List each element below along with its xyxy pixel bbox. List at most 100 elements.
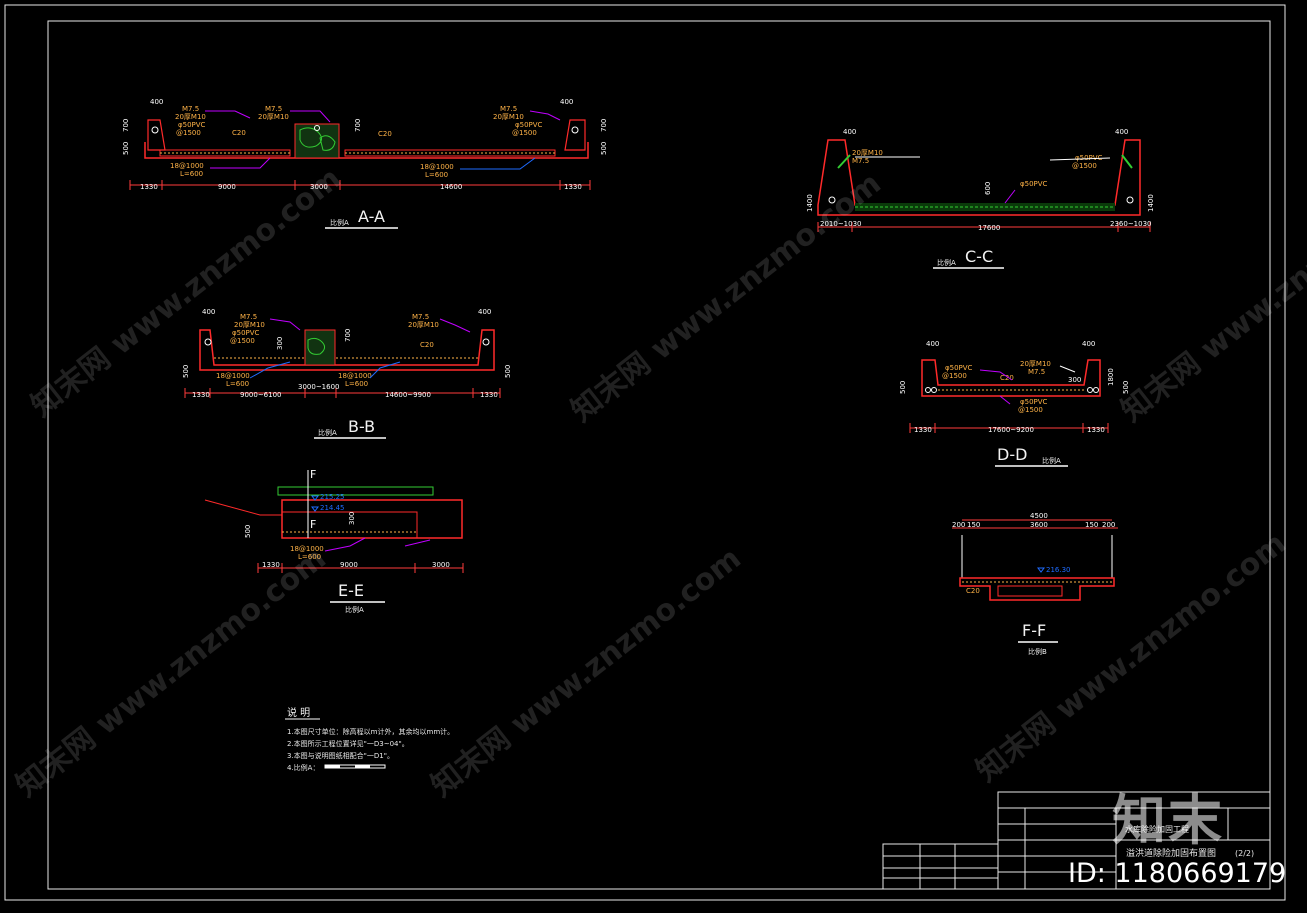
ee-dim-2: 3000 <box>432 561 450 569</box>
ee-rebar: 18@1000 <box>290 545 324 553</box>
cc-scale-label: 比例A <box>937 258 956 267</box>
dd-h1800: 1800 <box>1107 368 1115 386</box>
cc-dim-2: 2360~1030 <box>1110 220 1152 228</box>
section-cc-drawing: 2010~1030 17600 2360~1030 400 400 600 14… <box>806 128 1155 232</box>
ee-level-2: 214.45 <box>320 504 345 512</box>
cc-m10-left: 20厚M10 <box>852 149 883 157</box>
bb-dim-1: 9000~6100 <box>240 391 282 399</box>
bb-l600-left: L=600 <box>226 380 249 388</box>
aa-spacing-left: @1500 <box>176 129 201 137</box>
ff-dim-0: 200 <box>952 521 965 529</box>
aa-l600-left: L=600 <box>180 170 203 178</box>
notes-line-1: 1.本图尺寸单位：除高程以m计外，其余均以mm计。 <box>287 727 454 736</box>
aa-c20-left: C20 <box>232 129 246 137</box>
aa-spacing-right: @1500 <box>512 129 537 137</box>
bb-h500-right: 500 <box>504 365 512 378</box>
aa-m10-right: 20厚M10 <box>493 113 524 121</box>
aa-h500-right: 500 <box>600 142 608 155</box>
dd-pvc-left: φ50PVC <box>945 364 973 372</box>
ee-h300: 300 <box>348 512 356 525</box>
bb-m10-right: 20厚M10 <box>408 321 439 329</box>
ee-scale-label: 比例A <box>345 605 364 614</box>
bb-dim-2: 3000~1600 <box>298 383 340 391</box>
title-block-project: 水库除险加固工程 <box>1125 824 1189 834</box>
aa-m75-right: M7.5 <box>500 105 517 113</box>
cc-spacing-right: @1500 <box>1072 162 1097 170</box>
aa-scale-label: 比例A <box>330 218 349 227</box>
dd-dim-2: 1330 <box>1087 426 1105 434</box>
aa-h700-right: 700 <box>600 119 608 132</box>
bb-rebar-right: 18@1000 <box>338 372 372 380</box>
ff-scale-label: 比例B <box>1028 647 1047 656</box>
ee-dim-0: 1330 <box>262 561 280 569</box>
section-dd-drawing: 1330 17600~9200 1330 400 400 300 500 500… <box>899 340 1130 434</box>
ee-f-mark-bottom: F <box>310 518 316 531</box>
cc-m75-left: M7.5 <box>852 157 869 165</box>
section-ee-drawing: 1330 9000 3000 F F 215.25 214.45 300 500… <box>204 468 464 573</box>
bb-h400-left: 400 <box>202 308 215 316</box>
aa-h500-left: 500 <box>122 142 130 155</box>
dd-section-title: D-D <box>997 445 1027 464</box>
aa-pvc-right: φ50PVC <box>515 121 543 129</box>
dd-h500-right: 500 <box>1122 381 1130 394</box>
aa-h700-left: 700 <box>122 119 130 132</box>
aa-h700-mid: 700 <box>354 119 362 132</box>
inner-frame <box>47 20 1271 890</box>
bb-h700: 700 <box>344 329 352 342</box>
title-block <box>882 791 1271 890</box>
notes-line-2: 2.本图所示工程位置详见"一D3~04"。 <box>287 739 409 748</box>
watermark-id: ID: 1180669179 <box>1068 858 1287 889</box>
dd-h400-right: 400 <box>1082 340 1095 348</box>
title-block-drawing-name: 溢洪道除险加固布置图 <box>1126 847 1216 859</box>
dd-c20: C20 <box>1000 374 1014 382</box>
bb-m75-left: M7.5 <box>240 313 257 321</box>
dd-dim-1: 17600~9200 <box>988 426 1034 434</box>
bb-h300: 300 <box>276 337 284 350</box>
cc-dim-0: 2010~1030 <box>820 220 862 228</box>
aa-m10-left: 20厚M10 <box>175 113 206 121</box>
ff-level: 216.30 <box>1046 566 1071 574</box>
title-block-sheet: (2/2) <box>1235 849 1254 858</box>
scale-bar <box>324 764 386 769</box>
cc-h400-left: 400 <box>843 128 856 136</box>
watermark-logo: 知末 <box>1112 789 1224 852</box>
aa-m75-left: M7.5 <box>182 105 199 113</box>
ee-l600: L=600 <box>298 553 321 561</box>
dd-spacing-left: @1500 <box>942 372 967 380</box>
cc-h600: 600 <box>984 182 992 195</box>
dd-spacing-bottom: @1500 <box>1018 406 1043 414</box>
cc-dim-1: 17600 <box>978 224 1000 232</box>
dd-h400-left: 400 <box>926 340 939 348</box>
dd-h300: 300 <box>1068 376 1081 384</box>
ee-level-1: 215.25 <box>320 493 345 501</box>
aa-pvc-left: φ50PVC <box>178 121 206 129</box>
ff-section-title: F-F <box>1022 621 1046 640</box>
bb-dim-4: 1330 <box>480 391 498 399</box>
aa-dim-4: 1330 <box>564 183 582 191</box>
section-ff-drawing: 4500 200 150 3600 150 200 216.30 C20 <box>952 512 1118 601</box>
aa-h400-right: 400 <box>560 98 573 106</box>
notes-heading: 说 明 <box>287 706 310 719</box>
bb-m75-right: M7.5 <box>412 313 429 321</box>
aa-dim-0: 1330 <box>140 183 158 191</box>
notes-line-3: 3.本图与说明图纸相配合"一D1"。 <box>287 751 394 760</box>
aa-dim-3: 14600 <box>440 183 462 191</box>
bb-dim-0: 1330 <box>192 391 210 399</box>
ff-dim-2: 3600 <box>1030 521 1048 529</box>
dd-m75: M7.5 <box>1028 368 1045 376</box>
aa-c20-right: C20 <box>378 130 392 138</box>
bb-spacing-left: @1500 <box>230 337 255 345</box>
ff-c20: C20 <box>966 587 980 595</box>
ee-section-title: E-E <box>338 581 364 600</box>
aa-m75-mid: M7.5 <box>265 105 282 113</box>
cc-pvc-right: φ50PVC <box>1075 154 1103 162</box>
bb-m10-left: 20厚M10 <box>234 321 265 329</box>
bb-pvc-left: φ50PVC <box>232 329 260 337</box>
cc-pvc-mid: φ50PVC <box>1020 180 1048 188</box>
bb-l600-right: L=600 <box>345 380 368 388</box>
ee-dim-1: 9000 <box>340 561 358 569</box>
aa-dim-2: 3000 <box>310 183 328 191</box>
ee-f-mark-top: F <box>310 468 316 481</box>
dd-scale-label: 比例A <box>1042 456 1061 465</box>
section-bb-drawing: 1330 9000~6100 3000~1600 14600~9900 1330… <box>182 308 512 399</box>
